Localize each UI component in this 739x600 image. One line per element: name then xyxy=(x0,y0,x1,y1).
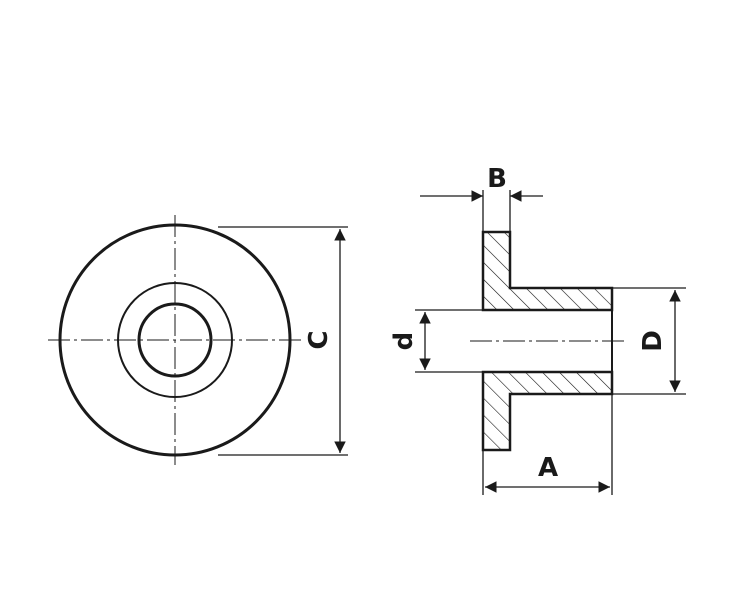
label-A: A xyxy=(538,453,558,483)
dimension-A: A xyxy=(482,394,613,495)
section-upper xyxy=(481,230,614,312)
side-view xyxy=(470,230,625,452)
front-view xyxy=(48,215,302,465)
label-B: B xyxy=(487,164,507,194)
dimension-D: D xyxy=(612,287,686,395)
dimension-d: d xyxy=(389,309,483,373)
label-d: d xyxy=(389,332,419,351)
dimension-C: C xyxy=(218,226,348,456)
section-lower xyxy=(481,370,614,452)
label-C: C xyxy=(304,330,334,349)
dimension-B: B xyxy=(420,164,543,232)
label-D: D xyxy=(638,330,668,352)
